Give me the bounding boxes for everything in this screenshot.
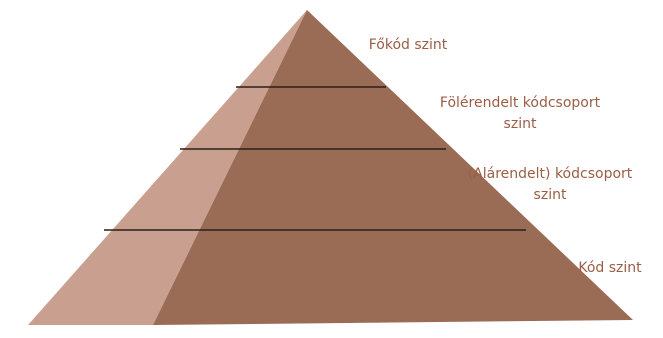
level-label-line: szint: [533, 187, 567, 203]
level-label-kod: Kód szint: [565, 258, 655, 279]
level-label-line: Főkód szint: [368, 37, 448, 53]
pyramid-right-face: [153, 10, 633, 325]
level-label-line: szint: [503, 116, 537, 132]
level-label-alarendelt: (Alárendelt) kódcsoport szint: [440, 164, 660, 206]
level-label-line: Fölérendelt kódcsoport: [439, 95, 601, 111]
level-label-line: Kód szint: [578, 260, 642, 276]
level-label-folerendelt: Fölérendelt kódcsoport szint: [415, 93, 625, 135]
level-label-fokod: Főkód szint: [338, 35, 478, 56]
level-label-line: (Alárendelt) kódcsoport: [467, 166, 633, 182]
pyramid-left-face: [28, 10, 307, 325]
